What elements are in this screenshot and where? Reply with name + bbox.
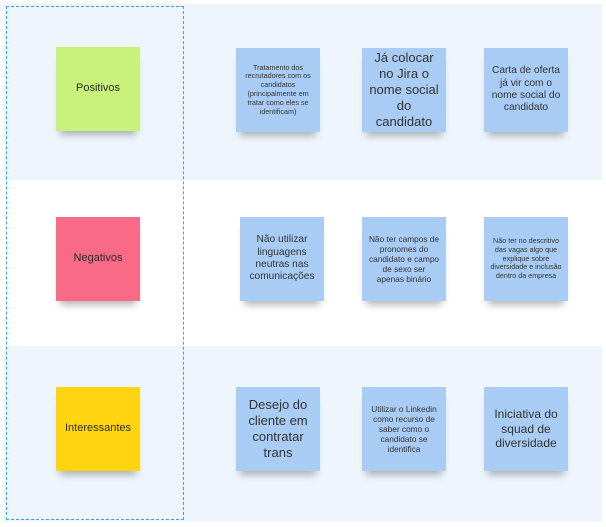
sticky-note-positivo-2[interactable]: Já colocar no Jira o nome social do cand… xyxy=(362,48,446,132)
sticky-note-interessante-3[interactable]: Iniciativa do squad de diversidade xyxy=(484,387,568,471)
sticky-note-negativo-3[interactable]: Não ter no descritivo das vagas algo que… xyxy=(484,217,568,301)
sticky-interessantes[interactable]: Interessantes xyxy=(56,387,140,471)
sticky-note-text: Não ter no descritivo das vagas algo que… xyxy=(490,236,562,281)
category-frame[interactable] xyxy=(6,6,184,520)
sticky-label: Negativos xyxy=(73,252,123,265)
sticky-note-text: Já colocar no Jira o nome social do cand… xyxy=(369,50,439,129)
sticky-label: Positivos xyxy=(75,82,121,95)
sticky-negativos[interactable]: Negativos xyxy=(56,217,140,301)
sticky-positivos[interactable]: Positivos xyxy=(56,47,140,131)
sticky-note-text: Tratamento dos recrutadores com os candi… xyxy=(245,62,311,116)
sticky-note-interessante-1[interactable]: Desejo do cliente em contratar trans xyxy=(236,387,320,471)
sticky-note-text: Não utilizar linguagens neutras nas comu… xyxy=(249,234,315,283)
sticky-note-text: Carta de oferta já vir com o nome social… xyxy=(491,65,561,114)
sticky-note-interessante-2[interactable]: Utilizar o Linkedin como recurso de sabe… xyxy=(362,387,446,471)
sticky-note-text: Iniciativa do squad de diversidade xyxy=(494,407,558,451)
sticky-note-text: Não ter campos de pronomes do candidato … xyxy=(368,233,440,285)
sticky-note-positivo-1[interactable]: Tratamento dos recrutadores com os candi… xyxy=(236,48,320,132)
sticky-note-negativo-2[interactable]: Não ter campos de pronomes do candidato … xyxy=(362,217,446,301)
sticky-note-negativo-1[interactable]: Não utilizar linguagens neutras nas comu… xyxy=(240,217,324,301)
sticky-note-text: Utilizar o Linkedin como recurso de sabe… xyxy=(371,403,437,455)
sticky-note-positivo-3[interactable]: Carta de oferta já vir com o nome social… xyxy=(484,48,568,132)
sticky-note-text: Desejo do cliente em contratar trans xyxy=(248,397,308,460)
sticky-label: Interessantes xyxy=(64,422,132,435)
